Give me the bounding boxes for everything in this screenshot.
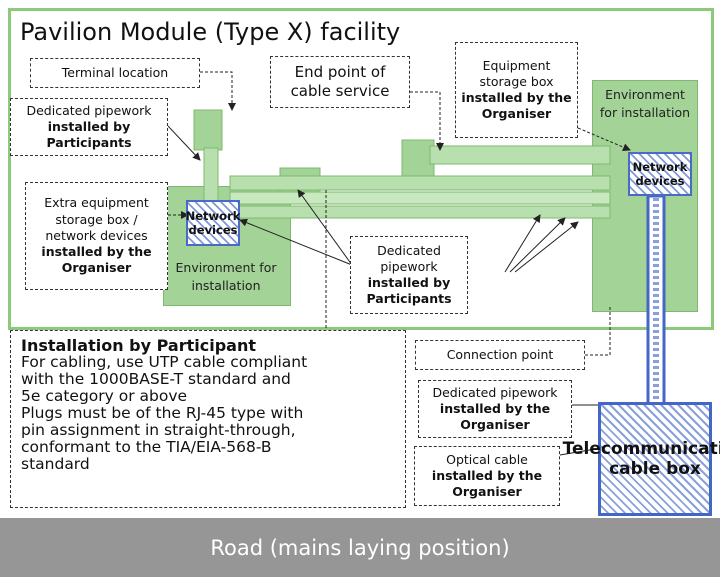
pipework-organiser-bold: installed by the Organiser bbox=[439, 400, 551, 433]
connection-point-callout: Connection point bbox=[415, 340, 585, 370]
pipework-mid-leader-4 bbox=[509, 217, 566, 273]
terminal-location-callout: Terminal location bbox=[30, 58, 200, 88]
pipework-mid-leader-5 bbox=[514, 221, 579, 273]
right-zone-label: Environment for installation bbox=[599, 87, 691, 121]
optical-cable-text: Optical cable bbox=[446, 451, 528, 467]
installation-line: pin assignment in straight-through, bbox=[21, 421, 296, 439]
installation-line: 5e category or above bbox=[21, 387, 188, 405]
equipment-box-callout: Equipment storage box installed by the O… bbox=[455, 42, 578, 138]
right-network-devices-label: Network devices bbox=[632, 159, 688, 188]
terminal-location-text: Terminal location bbox=[61, 64, 169, 80]
telecom-box-label: Telecommunication cable box bbox=[562, 438, 720, 479]
terminal-riser-pipe bbox=[193, 109, 223, 151]
pipework-participants-top-callout: Dedicated pipework installed by Particip… bbox=[10, 98, 168, 156]
installation-instructions: Installation by Participant For cabling,… bbox=[10, 330, 406, 508]
main-horizontal-pipe-1 bbox=[229, 175, 611, 191]
extra-equipment-callout: Extra equipment storage box / network de… bbox=[25, 182, 168, 290]
extra-equipment-bold: installed by the Organiser bbox=[41, 244, 152, 276]
pipework-mid-leader-3 bbox=[504, 214, 541, 273]
pipework-participants-mid-callout: Dedicated pipework installed by Particip… bbox=[350, 236, 468, 314]
installation-heading: Installation by Participant bbox=[21, 336, 256, 355]
end-point-leader bbox=[410, 91, 444, 151]
telecommunication-cable-box: Telecommunication cable box bbox=[563, 402, 720, 516]
pipework-organiser-text: Dedicated pipework bbox=[432, 384, 558, 400]
connection-point-leader bbox=[585, 305, 611, 356]
left-network-devices-label: Network devices bbox=[185, 208, 241, 237]
terminal-vertical-pipe bbox=[203, 147, 219, 204]
main-horizontal-pipe-2 bbox=[229, 191, 611, 205]
pipework-organiser-callout: Dedicated pipework installed by the Orga… bbox=[418, 380, 572, 438]
facility-title: Pavilion Module (Type X) facility bbox=[20, 18, 401, 46]
installation-line: Plugs must be of the RJ-45 type with bbox=[21, 404, 304, 422]
extra-equipment-text: Extra equipment storage box / network de… bbox=[44, 195, 149, 243]
left-zone-label: Environment for installation bbox=[175, 260, 277, 294]
installation-line: conformant to the TIA/EIA-568-B bbox=[21, 438, 272, 456]
road-banner: Road (mains laying position) bbox=[0, 518, 720, 577]
terminal-leader bbox=[200, 71, 236, 111]
end-point-text: End point of cable service bbox=[290, 62, 390, 101]
left-network-devices: Network devices bbox=[186, 200, 240, 246]
equipment-box-bold: installed by the Organiser bbox=[461, 90, 572, 122]
pipework-participants-top-text: Dedicated pipework bbox=[26, 102, 152, 118]
pipework-mid-leader-1 bbox=[239, 218, 353, 266]
pipework-participants-mid-text: Dedicated pipework bbox=[377, 242, 441, 274]
pipework-participants-mid-bold: installed by Participants bbox=[366, 275, 452, 307]
connection-point-text: Connection point bbox=[446, 346, 554, 362]
optical-cable-bold: installed by the Organiser bbox=[431, 467, 543, 500]
installation-line: For cabling, use UTP cable compliant bbox=[21, 353, 308, 371]
end-point-callout: End point of cable service bbox=[270, 56, 410, 108]
road-label: Road (mains laying position) bbox=[210, 535, 510, 560]
right-network-devices: Network devices bbox=[628, 152, 692, 196]
pipework-top-leader bbox=[167, 125, 201, 161]
installation-line: with the 1000BASE-T standard and bbox=[21, 370, 291, 388]
installation-line: standard bbox=[21, 455, 90, 473]
upper-horizontal-pipe bbox=[429, 145, 611, 165]
equipment-box-leader bbox=[577, 127, 631, 151]
main-horizontal-pipe-3 bbox=[229, 205, 611, 219]
pipework-participants-top-bold: installed by Participants bbox=[46, 118, 132, 151]
optical-cable-callout: Optical cable installed by the Organiser bbox=[414, 446, 560, 506]
equipment-box-text: Equipment storage box bbox=[479, 57, 554, 89]
pipework-mid-leader-2 bbox=[297, 189, 353, 266]
